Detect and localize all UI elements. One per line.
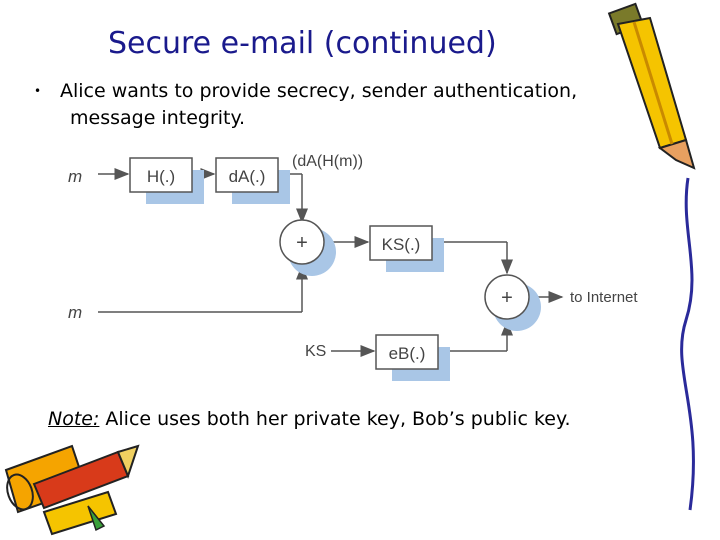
crayons-icon bbox=[4, 444, 140, 536]
bullet-line-1: Alice wants to provide secrecy, sender a… bbox=[60, 80, 578, 102]
bullet-dot: • bbox=[34, 84, 42, 98]
hash-box: H(.) bbox=[129, 157, 204, 204]
slide-title: Secure e-mail (continued) bbox=[108, 26, 497, 61]
pencil-icon bbox=[607, 2, 696, 511]
input-m-top: m bbox=[68, 167, 82, 186]
concat-node-1: + bbox=[279, 219, 336, 276]
signed-hash-label: (dA(H(m)) bbox=[292, 153, 363, 170]
concat-node-2-label: + bbox=[501, 287, 513, 309]
session-encrypt-box: KS(.) bbox=[369, 225, 444, 272]
hash-box-label: H(.) bbox=[147, 167, 175, 186]
note-text: Note:Alice uses both her private key, Bo… bbox=[48, 408, 571, 430]
concat-node-2: + bbox=[484, 274, 541, 331]
session-encrypt-box-label: KS(.) bbox=[382, 235, 421, 254]
signature-box-label: dA(.) bbox=[229, 167, 266, 186]
output-label: to Internet bbox=[570, 289, 638, 306]
bullet-text: • Alice wants to provide secrecy, sender… bbox=[34, 78, 674, 132]
note-body: Alice uses both her private key, Bob’s p… bbox=[105, 408, 571, 430]
public-encrypt-box-label: eB(.) bbox=[389, 344, 426, 363]
concat-node-1-label: + bbox=[296, 232, 308, 254]
bullet-line-2: message integrity. bbox=[70, 107, 246, 129]
signature-box: dA(.) bbox=[215, 157, 290, 204]
session-key-label: KS bbox=[305, 343, 326, 360]
input-m-bottom: m bbox=[68, 303, 82, 322]
note-label: Note: bbox=[48, 408, 100, 430]
public-encrypt-box: eB(.) bbox=[375, 334, 450, 381]
